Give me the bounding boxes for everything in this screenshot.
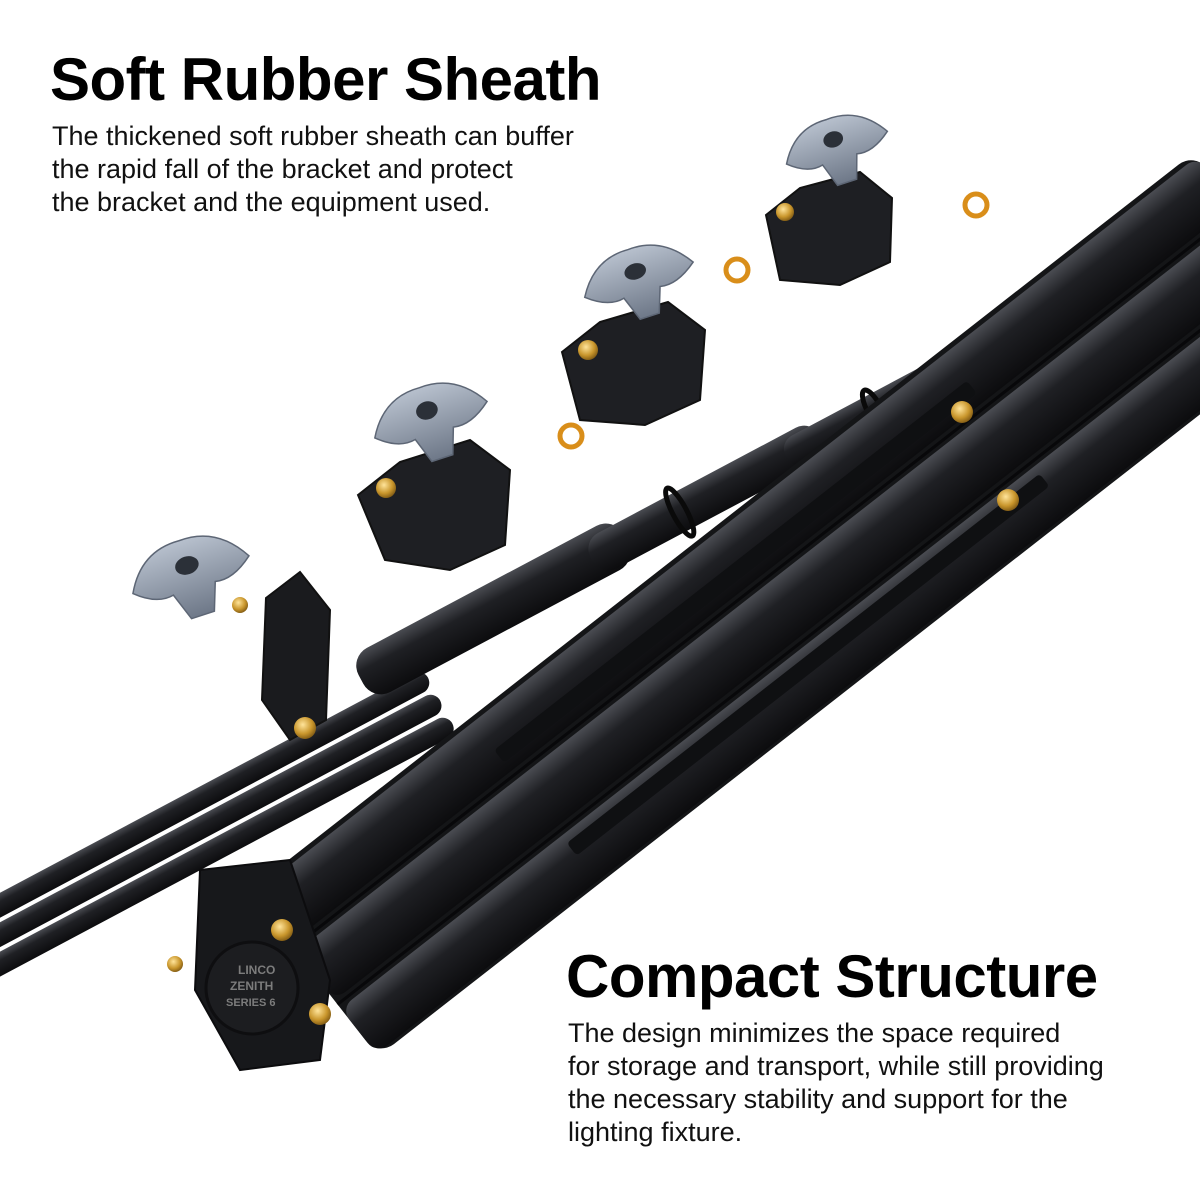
description-line: lighting fixture.: [568, 1117, 743, 1147]
description-line: The thickened soft rubber sheath can buf…: [52, 121, 574, 151]
cap-line-3: SERIES 6: [226, 997, 276, 1009]
ring-marker-icon: [557, 191, 990, 450]
soft-rubber-sheath-heading: Soft Rubber Sheath: [50, 46, 602, 113]
description-line: the rapid fall of the bracket and protec…: [52, 154, 513, 184]
description-line: the necessary stability and support for …: [568, 1084, 1068, 1114]
soft-rubber-sheath-description: The thickened soft rubber sheath can buf…: [52, 120, 574, 219]
description-line: the bracket and the equipment used.: [52, 187, 491, 217]
brand-cap-label: LINCO ZENITH SERIES 6: [226, 963, 276, 1009]
brass-screw-icon: [167, 203, 1019, 1025]
compact-structure-description: The design minimizes the space required …: [568, 1017, 1104, 1149]
leg-end-cap: LINCO ZENITH SERIES 6: [193, 858, 332, 1072]
description-line: for storage and transport, while still p…: [568, 1051, 1104, 1081]
cap-line-2: ZENITH: [230, 979, 273, 993]
description-line: The design minimizes the space required: [568, 1018, 1061, 1048]
cap-line-1: LINCO: [238, 963, 275, 977]
section-clamp: [260, 170, 894, 742]
compact-structure-heading: Compact Structure: [566, 943, 1098, 1010]
wing-knob-icon: [132, 114, 889, 620]
folded-light-stand: [256, 160, 1200, 1049]
